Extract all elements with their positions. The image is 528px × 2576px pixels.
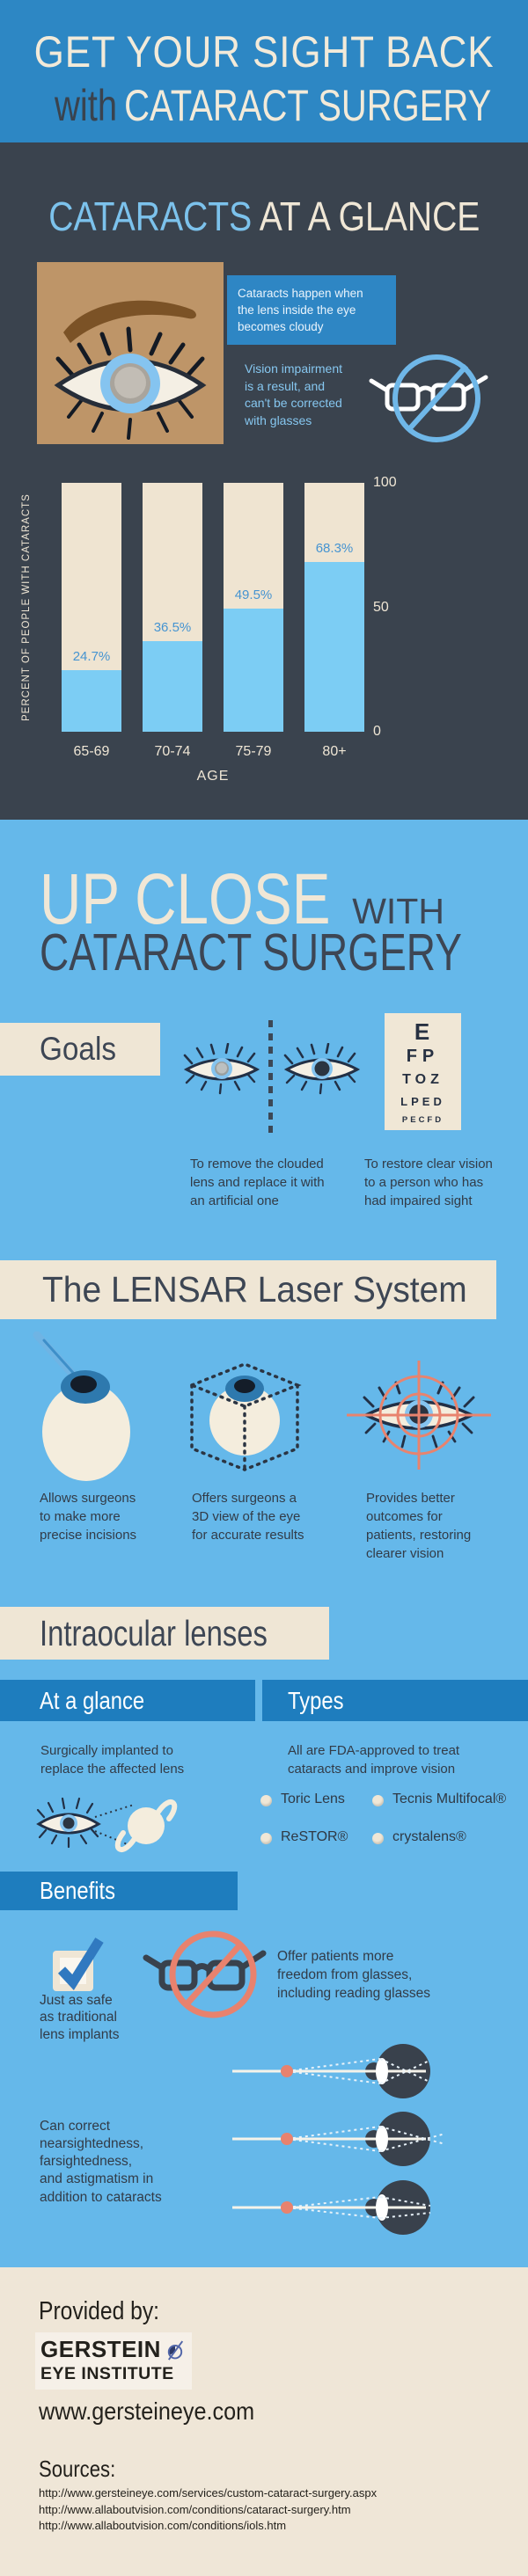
bar-fill: [62, 670, 121, 732]
goals-divider: [268, 1020, 273, 1138]
cataract-fact-box: Cataracts happen when the lens inside th…: [227, 275, 396, 345]
gerstein-eye-logo-icon: [167, 2339, 184, 2361]
chart-y-axis-label: PERCENT OF PEOPLE WITH CATARACTS: [21, 493, 32, 721]
benefit-safe-text: Just as safe as traditional lens implant…: [40, 1993, 120, 2042]
chart-bar-80+: 68.3% 80+: [304, 483, 364, 759]
hero-with-word: with: [55, 81, 118, 130]
bullet-icon: [260, 1833, 272, 1844]
bullet-icon: [260, 1795, 272, 1806]
no-glasses-icon: [369, 354, 488, 442]
benefit-correct-text: Can correct nearsightedness, farsightedn…: [40, 2119, 162, 2205]
lensar-heading-band: The LENSAR Laser System: [0, 1260, 496, 1319]
source-link[interactable]: http://www.allaboutvision.com/conditions…: [39, 2502, 351, 2516]
cloudy-eye-icon: [54, 300, 207, 440]
eye-chart-row: TOZ: [402, 1072, 444, 1087]
eye-chart-row: E: [414, 1018, 432, 1045]
iol-heading-band: Intraocular lenses: [0, 1607, 329, 1660]
lensar-heading: The LENSAR Laser System: [42, 1269, 467, 1310]
upclose-accent: UP CLOSE: [40, 859, 331, 939]
bar-value-label: 36.5%: [153, 620, 192, 635]
lens-type-crystalens: crystalens®: [392, 1829, 466, 1844]
chart-bar-75-79: 49.5% 75-79: [224, 483, 283, 759]
crosshair-eye-icon: [347, 1361, 491, 1470]
bar-category-label: 80+: [322, 744, 347, 759]
bar-category-label: 75-79: [235, 744, 272, 759]
eye-chart: E FP TOZ LPED PECFD: [385, 1013, 461, 1130]
bar-value-label: 49.5%: [234, 587, 273, 602]
benefit-freedom-text: Offer patients more freedom from glasses…: [277, 1949, 431, 2001]
lensar-caption-incisions: Allows surgeons to make more precise inc…: [40, 1491, 137, 1543]
hero-title-line1: GET YOUR SIGHT BACK: [33, 27, 495, 77]
glance-title-accent: CATARACTS: [48, 193, 252, 239]
upclose-with: WITH: [352, 891, 444, 931]
bar-fill: [143, 641, 202, 732]
benefits-header: Benefits: [0, 1872, 238, 1910]
nearsightedness-diagram: [232, 2044, 430, 2098]
glance-title-rest: AT A GLANCE: [259, 193, 480, 239]
checkmark-icon: [53, 1937, 104, 1991]
bar-chart-ticks: 100 50 0: [373, 475, 408, 739]
hero-title-line2-main: CATARACT SURGERY: [124, 81, 492, 130]
3d-cube-eye-icon: [187, 1362, 302, 1471]
at-a-glance-text: Surgically implanted to replace the affe…: [40, 1743, 185, 1777]
bar-value-label: 68.3%: [315, 541, 354, 556]
footer-section: Provided by: GERSTEIN EYE INSTITUTE www.…: [0, 2267, 528, 2576]
bar-category-label: 70-74: [154, 744, 191, 759]
bar-fill: [304, 562, 364, 732]
y-tick-0: 0: [373, 724, 381, 739]
goal-caption-remove-lens: To remove the clouded lens and replace i…: [190, 1157, 325, 1208]
y-tick-50: 50: [373, 599, 389, 615]
lens-type-tecnis: Tecnis Multifocal®: [392, 1792, 507, 1806]
sources-heading: Sources:: [39, 2456, 116, 2482]
y-tick-100: 100: [373, 475, 397, 490]
eye-chart-row: FP: [406, 1047, 440, 1066]
org-name-line2: EYE INSTITUTE: [40, 2364, 174, 2383]
clouded-eye-icon: [183, 1043, 260, 1095]
types-text: All are FDA-approved to treat cataracts …: [288, 1743, 460, 1777]
no-glasses-benefit-icon: [143, 1930, 267, 2018]
source-link[interactable]: http://www.allaboutvision.com/conditions…: [39, 2519, 287, 2532]
bar-category-label: 65-69: [73, 744, 110, 759]
website-link[interactable]: www.gersteineye.com: [39, 2397, 255, 2425]
bullet-icon: [372, 1795, 384, 1806]
goals-heading: Goals: [40, 1031, 116, 1067]
goals-heading-band: Goals: [0, 1023, 160, 1076]
types-header: Types: [262, 1680, 528, 1721]
at-a-glance-header: At a glance: [0, 1680, 255, 1721]
upclose-title-line2: CATARACT SURGERY: [40, 923, 462, 982]
chart-bar-65-69: 24.7% 65-69: [62, 483, 121, 759]
clear-eye-icon: [283, 1043, 361, 1095]
goal-caption-restore-vision: To restore clear vision to a person who …: [364, 1157, 493, 1208]
farsightedness-diagram: [232, 2112, 446, 2166]
laser-incision-eye-icon: [33, 1332, 130, 1481]
provided-by-label: Provided by:: [39, 2297, 160, 2325]
gerstein-logo: GERSTEIN EYE INSTITUTE: [35, 2332, 192, 2390]
vision-impairment-text: Vision impairment is a result, and can't…: [245, 361, 343, 427]
iol-heading: Intraocular lenses: [40, 1612, 268, 1653]
org-name-line1: GERSTEIN: [40, 2336, 161, 2362]
bar-fill: [224, 609, 283, 732]
lensar-caption-3d-view: Offers surgeons a 3D view of the eye for…: [192, 1491, 304, 1543]
lens-type-restor: ReSTOR®: [281, 1829, 348, 1844]
lensar-caption-outcomes: Provides better outcomes for patients, r…: [366, 1491, 472, 1561]
bullet-icon: [372, 1833, 384, 1844]
eye-chart-row: LPED: [400, 1095, 445, 1108]
up-close-section: UP CLOSE WITH CATARACT SURGERY Goals E FP…: [0, 820, 528, 2267]
astigmatism-diagram: [232, 2180, 431, 2235]
sources-list: http://www.gersteineye.com/services/cust…: [39, 2485, 377, 2535]
bar-value-label: 24.7%: [72, 649, 111, 664]
bar-chart-plot: 24.7% 65-69 36.5% 70-74 49.5% 75-79 68.3% 80+: [62, 483, 364, 759]
upclose-title-line1: UP CLOSE WITH: [40, 858, 444, 941]
source-link[interactable]: http://www.gersteineye.com/services/cust…: [39, 2486, 378, 2499]
lens-type-toric: Toric Lens: [281, 1792, 345, 1806]
iol-implant-eye-icon: [36, 1797, 178, 1852]
chart-bar-70-74: 36.5% 70-74: [143, 483, 202, 759]
chart-x-axis-label: AGE: [196, 769, 230, 784]
cloudy-eye-illustration: [37, 262, 224, 444]
eye-chart-row: PECFD: [401, 1115, 444, 1125]
